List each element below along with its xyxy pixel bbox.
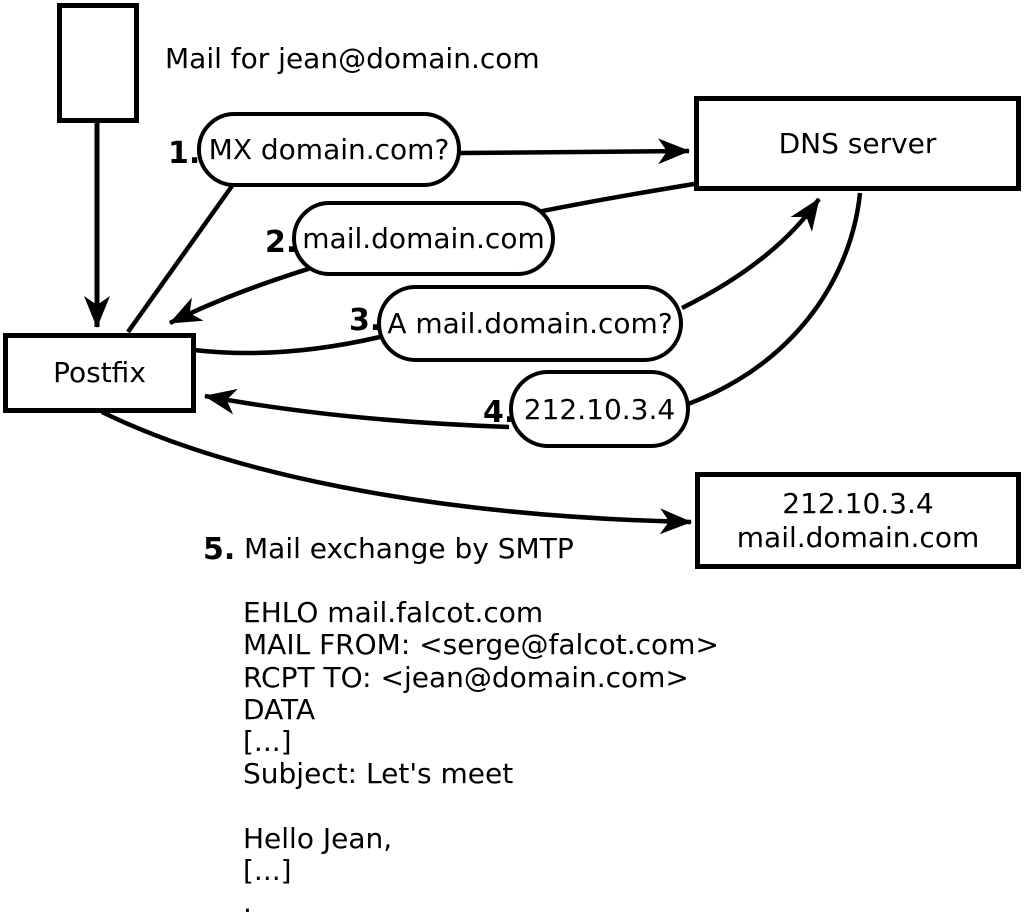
- postfix-node: Postfix: [3, 333, 196, 413]
- bubble-a-answer: 212.10.3.4: [509, 370, 690, 448]
- bubble-a-answer-text: 212.10.3.4: [523, 392, 676, 426]
- arrow-a-answer-to-postfix: [204, 388, 510, 430]
- mail-server-node: 212.10.3.4 mail.domain.com: [695, 472, 1021, 569]
- bubble-mx-answer-text: mail.domain.com: [302, 222, 545, 255]
- diagram-caption: Mail for jean@domain.com: [165, 42, 540, 75]
- dns-server-label: DNS server: [778, 126, 937, 160]
- arrow-a-query-to-dns: [681, 197, 821, 311]
- step-5-label: Mail exchange by SMTP: [244, 532, 574, 565]
- bubble-a-query-text: A mail.domain.com?: [387, 307, 673, 340]
- mail-server-hostname: mail.domain.com: [736, 520, 980, 554]
- incoming-mail-letter: [57, 3, 139, 123]
- postfix-label: Postfix: [53, 356, 146, 389]
- line-dns-answer-a-to-pill: [687, 192, 863, 407]
- line-postfix-to-a-query: [193, 334, 381, 356]
- step-number-3: 3.: [349, 303, 382, 338]
- bubble-mx-query-text: MX domain.com?: [208, 133, 450, 166]
- step-number-1: 1.: [168, 136, 201, 171]
- bubble-mx-answer: mail.domain.com: [292, 201, 555, 276]
- step-number-2: 2.: [265, 225, 298, 260]
- step-number-5: 5.: [203, 532, 236, 567]
- arrow-postfix-to-mailserver-smtp: [101, 409, 692, 535]
- step-number-4: 4.: [483, 395, 516, 430]
- smtp-session-transcript: EHLO mail.falcot.com MAIL FROM: <serge@f…: [243, 596, 719, 919]
- line-postfix-to-mx-query: [126, 184, 234, 334]
- mail-server-ip: 212.10.3.4: [782, 486, 934, 520]
- arrow-mx-query-to-dns: [459, 138, 690, 165]
- bubble-mx-query: MX domain.com?: [197, 112, 461, 187]
- bubble-a-query: A mail.domain.com?: [377, 285, 683, 362]
- dns-server-node: DNS server: [694, 96, 1021, 191]
